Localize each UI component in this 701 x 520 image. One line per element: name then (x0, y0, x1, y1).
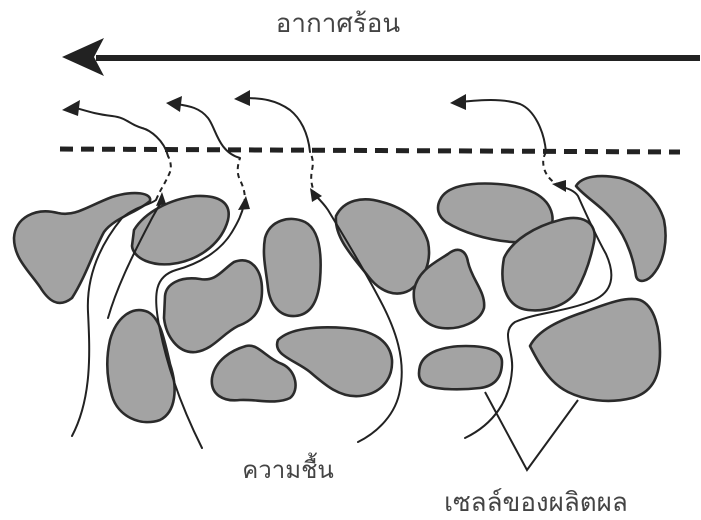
product-cell (419, 346, 502, 389)
product-cell (164, 260, 262, 352)
product-cell (530, 299, 660, 401)
moisture-arrowhead (552, 180, 566, 192)
product-surface-line (60, 149, 680, 152)
product-cell (264, 219, 321, 316)
moisture-arrowhead (238, 196, 250, 210)
cell-pointer-lines (485, 392, 578, 470)
moisture-dashed-segment (543, 152, 560, 186)
vapor-path (460, 100, 546, 152)
hot-air-arrow (62, 38, 700, 76)
hot-air-label: อากาศร้อน (276, 9, 401, 39)
vapor-arrowhead (450, 94, 466, 110)
product-cells-label: เซลล์ของผลิตผล (444, 488, 628, 518)
vapor-arrowhead (234, 90, 250, 106)
vapor-path (244, 98, 310, 152)
moisture-dashed-segment (238, 158, 245, 204)
vapor-arrowhead (166, 96, 182, 112)
product-cells (14, 176, 666, 422)
moisture-dashed-segment (156, 156, 171, 200)
vapor-arrowhead (62, 100, 80, 116)
moisture-label: ความชื้น (242, 452, 334, 484)
product-cell (14, 193, 150, 303)
moisture-arrowhead (156, 192, 166, 206)
